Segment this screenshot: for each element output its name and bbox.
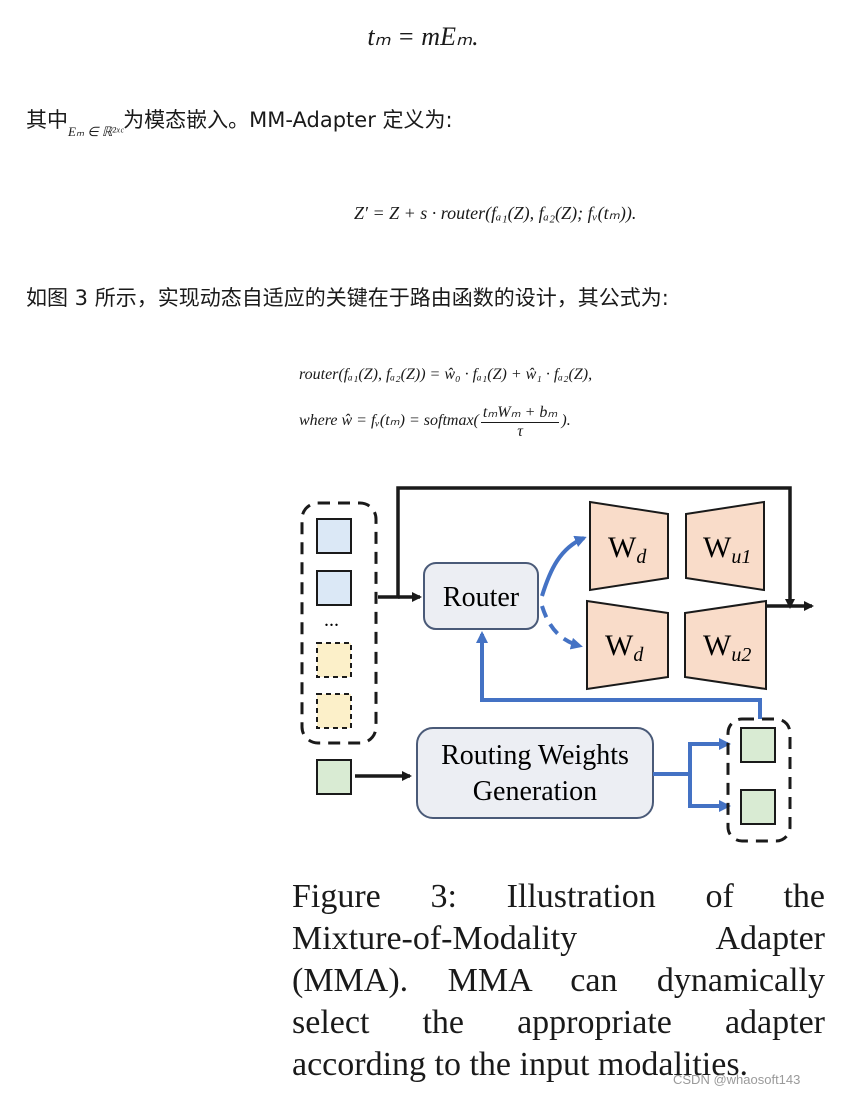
wu1-block bbox=[685, 500, 765, 592]
generation-to-weight2-arrow bbox=[688, 774, 731, 812]
caption-line-5: according to the input modalities. bbox=[292, 1046, 749, 1083]
weight-token-group bbox=[726, 717, 792, 843]
weight-token-1 bbox=[740, 727, 776, 763]
token-ellipsis: ... bbox=[324, 609, 339, 631]
router-to-top-adapter-arrow bbox=[540, 535, 587, 597]
input-token-group bbox=[300, 501, 378, 745]
routing-label-line2: Generation bbox=[473, 776, 597, 807]
caption-line-1: Figure 3: Illustration of the bbox=[292, 878, 825, 915]
wd-bottom-block bbox=[586, 599, 669, 691]
router-line2-prefix: where ŵ = fᵥ(tₘ) = softmax( bbox=[299, 412, 479, 430]
wu2-block bbox=[684, 599, 767, 691]
p1-text-before: 其中 bbox=[26, 108, 68, 132]
caption-line-2: Mixture-of-Modality Adapter bbox=[292, 920, 825, 957]
skip-connection-arrow bbox=[378, 486, 795, 609]
modality-token bbox=[316, 759, 352, 795]
wd-top-block bbox=[589, 500, 669, 592]
router-line2-suffix: ). bbox=[561, 412, 571, 430]
caption-line-3: (MMA). MMA can dynamically bbox=[292, 962, 825, 999]
equation-tm: tₘ = mEₘ. bbox=[367, 22, 479, 51]
watermark: CSDN @whaosoft143 bbox=[673, 1072, 801, 1087]
paragraph-modality-embedding: 其中Eₘ ∈ ℝ²ˣᶜ为模态嵌入。MM-Adapter 定义为: bbox=[26, 104, 453, 139]
blue-token-2 bbox=[316, 570, 352, 606]
equation-router-line1: router(fₐ₁(Z), fₐ₂(Z)) = ŵ₀ · fₐ₁(Z) + ŵ… bbox=[299, 366, 593, 383]
fraction-denominator: τ bbox=[517, 423, 523, 440]
routing-label-line1: Routing Weights bbox=[441, 740, 629, 771]
wu1-label: Wu1 bbox=[703, 531, 751, 568]
yellow-token-1 bbox=[316, 642, 352, 678]
yellow-token-2 bbox=[316, 693, 352, 729]
blue-token-1 bbox=[316, 518, 352, 554]
p1-text-after: 为模态嵌入。MM-Adapter 定义为: bbox=[123, 108, 453, 132]
wu2-label: Wu2 bbox=[703, 629, 751, 666]
equation-mm-adapter: Z′ = Z + s · router(fₐ₁(Z), fₐ₂(Z); fᵥ(t… bbox=[354, 203, 637, 223]
router-label: Router bbox=[443, 582, 520, 613]
weights-to-router-arrow bbox=[476, 631, 762, 719]
generation-to-weight1-arrow bbox=[653, 738, 731, 776]
weight-token-2 bbox=[740, 789, 776, 825]
router-to-bottom-adapter-arrow bbox=[540, 605, 583, 650]
figure-caption: Figure 3: Illustration of the Mixture-of… bbox=[292, 876, 825, 1086]
p1-inline-math: Eₘ ∈ ℝ²ˣᶜ bbox=[68, 124, 124, 139]
caption-line-4: select the appropriate adapter bbox=[292, 1004, 825, 1041]
wd-top-label: Wd bbox=[608, 531, 647, 568]
router-box bbox=[423, 562, 539, 630]
paragraph-router-intro: 如图 3 所示，实现动态自适应的关键在于路由函数的设计，其公式为: bbox=[26, 286, 669, 310]
wd-bottom-label: Wd bbox=[605, 629, 644, 666]
fraction-numerator: tₘWₘ + bₘ bbox=[480, 404, 560, 423]
